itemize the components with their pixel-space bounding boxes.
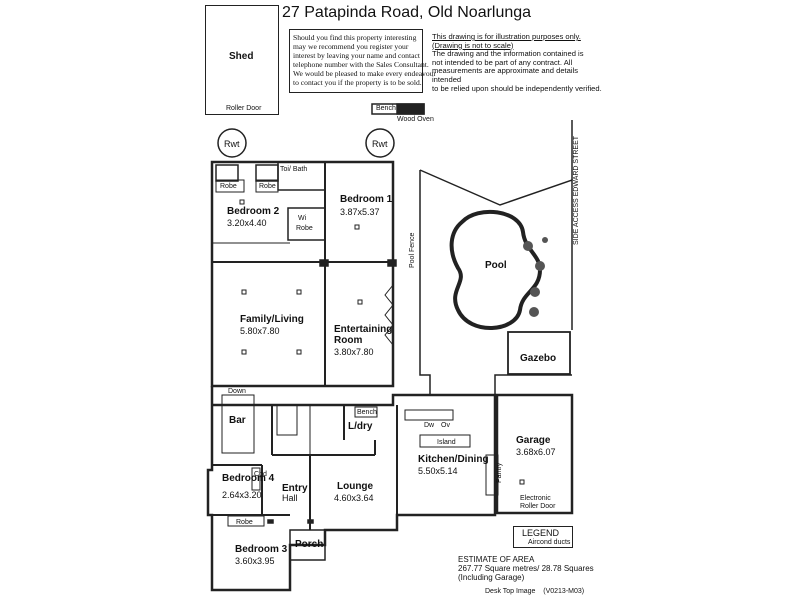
notice-line: may we recommend you register your xyxy=(293,42,409,51)
disclaimer-line: This drawing is for illustration purpose… xyxy=(432,32,581,41)
garage-name: Garage xyxy=(516,435,551,446)
house-main-wall xyxy=(210,160,395,388)
garden-plants xyxy=(523,237,548,317)
lounge-name: Lounge xyxy=(337,481,374,492)
porch-label: Porch xyxy=(295,539,324,550)
shed-label: Shed xyxy=(229,51,254,62)
area-line: (Including Garage) xyxy=(458,573,525,582)
bedroom1-name: Bedroom 1 xyxy=(340,194,393,205)
shed xyxy=(205,5,279,115)
page-title: 27 Patapinda Road, Old Noarlunga xyxy=(282,4,532,21)
entertaining-size: 3.80x7.80 xyxy=(334,347,374,357)
notice-line: We would be pleased to make every endeav… xyxy=(293,69,436,78)
island-label: Island xyxy=(437,439,456,446)
gazebo-box xyxy=(507,331,571,375)
disclaimer-line: to be relied upon should be independentl… xyxy=(432,83,602,93)
legend-item: Aircond ducts xyxy=(528,539,571,546)
pool-label: Pool xyxy=(485,260,507,271)
bedroom3-name: Bedroom 3 xyxy=(235,544,288,555)
garage-size: 3.68x6.07 xyxy=(516,447,556,457)
garage-wall xyxy=(495,393,574,515)
pool-fence-label: Pool Fence xyxy=(409,232,416,268)
electronic-roller-door-label: Roller Door xyxy=(520,503,556,510)
bedroom4-size: 2.64x3.20 xyxy=(222,490,262,500)
wood-oven-label: Wood Oven xyxy=(397,116,434,123)
bench-outdoor-label: Bench xyxy=(376,105,396,112)
entry-name-line2: Hall xyxy=(282,493,298,503)
robe-label: Robe xyxy=(220,183,237,190)
bar-label: Bar xyxy=(229,415,246,426)
rwt-right-label: Rwt xyxy=(372,139,388,149)
cbd-label: Cbd xyxy=(254,471,267,478)
pantry-label: Pantry xyxy=(496,462,503,483)
entertaining-name: Entertaining xyxy=(334,324,393,335)
house-lower-wall xyxy=(206,386,497,592)
ldry-label: L/dry xyxy=(348,421,373,432)
legend: LEGEND Aircond ducts xyxy=(513,526,573,548)
bench-ldry-label: Bench xyxy=(357,409,377,416)
entertaining-name-line2: Room xyxy=(334,335,363,346)
legend-title: LEGEND xyxy=(522,528,560,538)
lounge-size: 4.60x3.64 xyxy=(334,493,374,503)
wood-oven xyxy=(396,103,425,115)
area-line: 267.77 Square metres/ 28.78 Squares xyxy=(458,564,594,573)
bedroom4-name: Bedroom 4 xyxy=(222,473,275,484)
disclaimer-line: measurements are approximate and details… xyxy=(432,66,579,84)
kitchen-name: Kitchen/Dining xyxy=(418,454,489,465)
pool-outline xyxy=(449,209,543,330)
robe-label: Robe xyxy=(259,183,276,190)
family-name: Family/Living xyxy=(240,314,304,325)
toilet-bath-label: Toi/ Bath xyxy=(280,166,308,173)
notice-line: to contact you if the property is to be … xyxy=(293,78,422,87)
down-label: Down xyxy=(228,388,246,395)
entry-name: Entry xyxy=(282,483,308,494)
robe-label: Robe xyxy=(236,519,253,526)
area-estimate: ESTIMATE OF AREA 267.77 Square metres/ 2… xyxy=(458,555,594,582)
kitchen-size: 5.50x5.14 xyxy=(418,466,458,476)
wi-robe-label: Wi xyxy=(298,215,307,222)
notice-line: telephone number with the Sales Consulta… xyxy=(293,60,429,69)
footer-left: Desk Top Image xyxy=(485,588,536,595)
bedroom2-name: Bedroom 2 xyxy=(227,206,280,217)
bedroom3-size: 3.60x3.95 xyxy=(235,556,275,566)
disclaimer-line: (Drawing is not to scale) xyxy=(432,40,514,50)
electronic-label: Electronic xyxy=(520,495,551,502)
side-access-label: SIDE ACCESS EDWARD STREET xyxy=(573,135,580,245)
notice-line: interest by leaving your name and contac… xyxy=(293,51,420,60)
rwt-left-tank xyxy=(217,128,247,158)
bedroom2-size: 3.20x4.40 xyxy=(227,218,267,228)
wi-robe-label: Robe xyxy=(296,225,313,232)
footer: Desk Top Image (V0213-M03) xyxy=(485,588,584,595)
disclaimer-line: The drawing and the information containe… xyxy=(432,49,584,59)
notice-box xyxy=(289,29,423,93)
family-size: 5.80x7.80 xyxy=(240,326,280,336)
shed-roller-door-label: Roller Door xyxy=(226,105,262,112)
notice-line: Should you find this property interestin… xyxy=(293,33,417,42)
disclaimer-line: not intended to be part of any contract.… xyxy=(432,57,573,67)
footer-right: (V0213-M03) xyxy=(543,588,585,595)
gazebo-label: Gazebo xyxy=(520,353,557,364)
area-line: ESTIMATE OF AREA xyxy=(458,555,535,564)
bedroom1-size: 3.87x5.37 xyxy=(340,207,380,217)
dw-label: Dw xyxy=(424,422,435,429)
rwt-left-label: Rwt xyxy=(224,139,240,149)
disclaimer: This drawing is for illustration purpose… xyxy=(432,32,607,93)
ov-label: Ov xyxy=(441,422,450,429)
rwt-right-tank xyxy=(365,128,395,158)
